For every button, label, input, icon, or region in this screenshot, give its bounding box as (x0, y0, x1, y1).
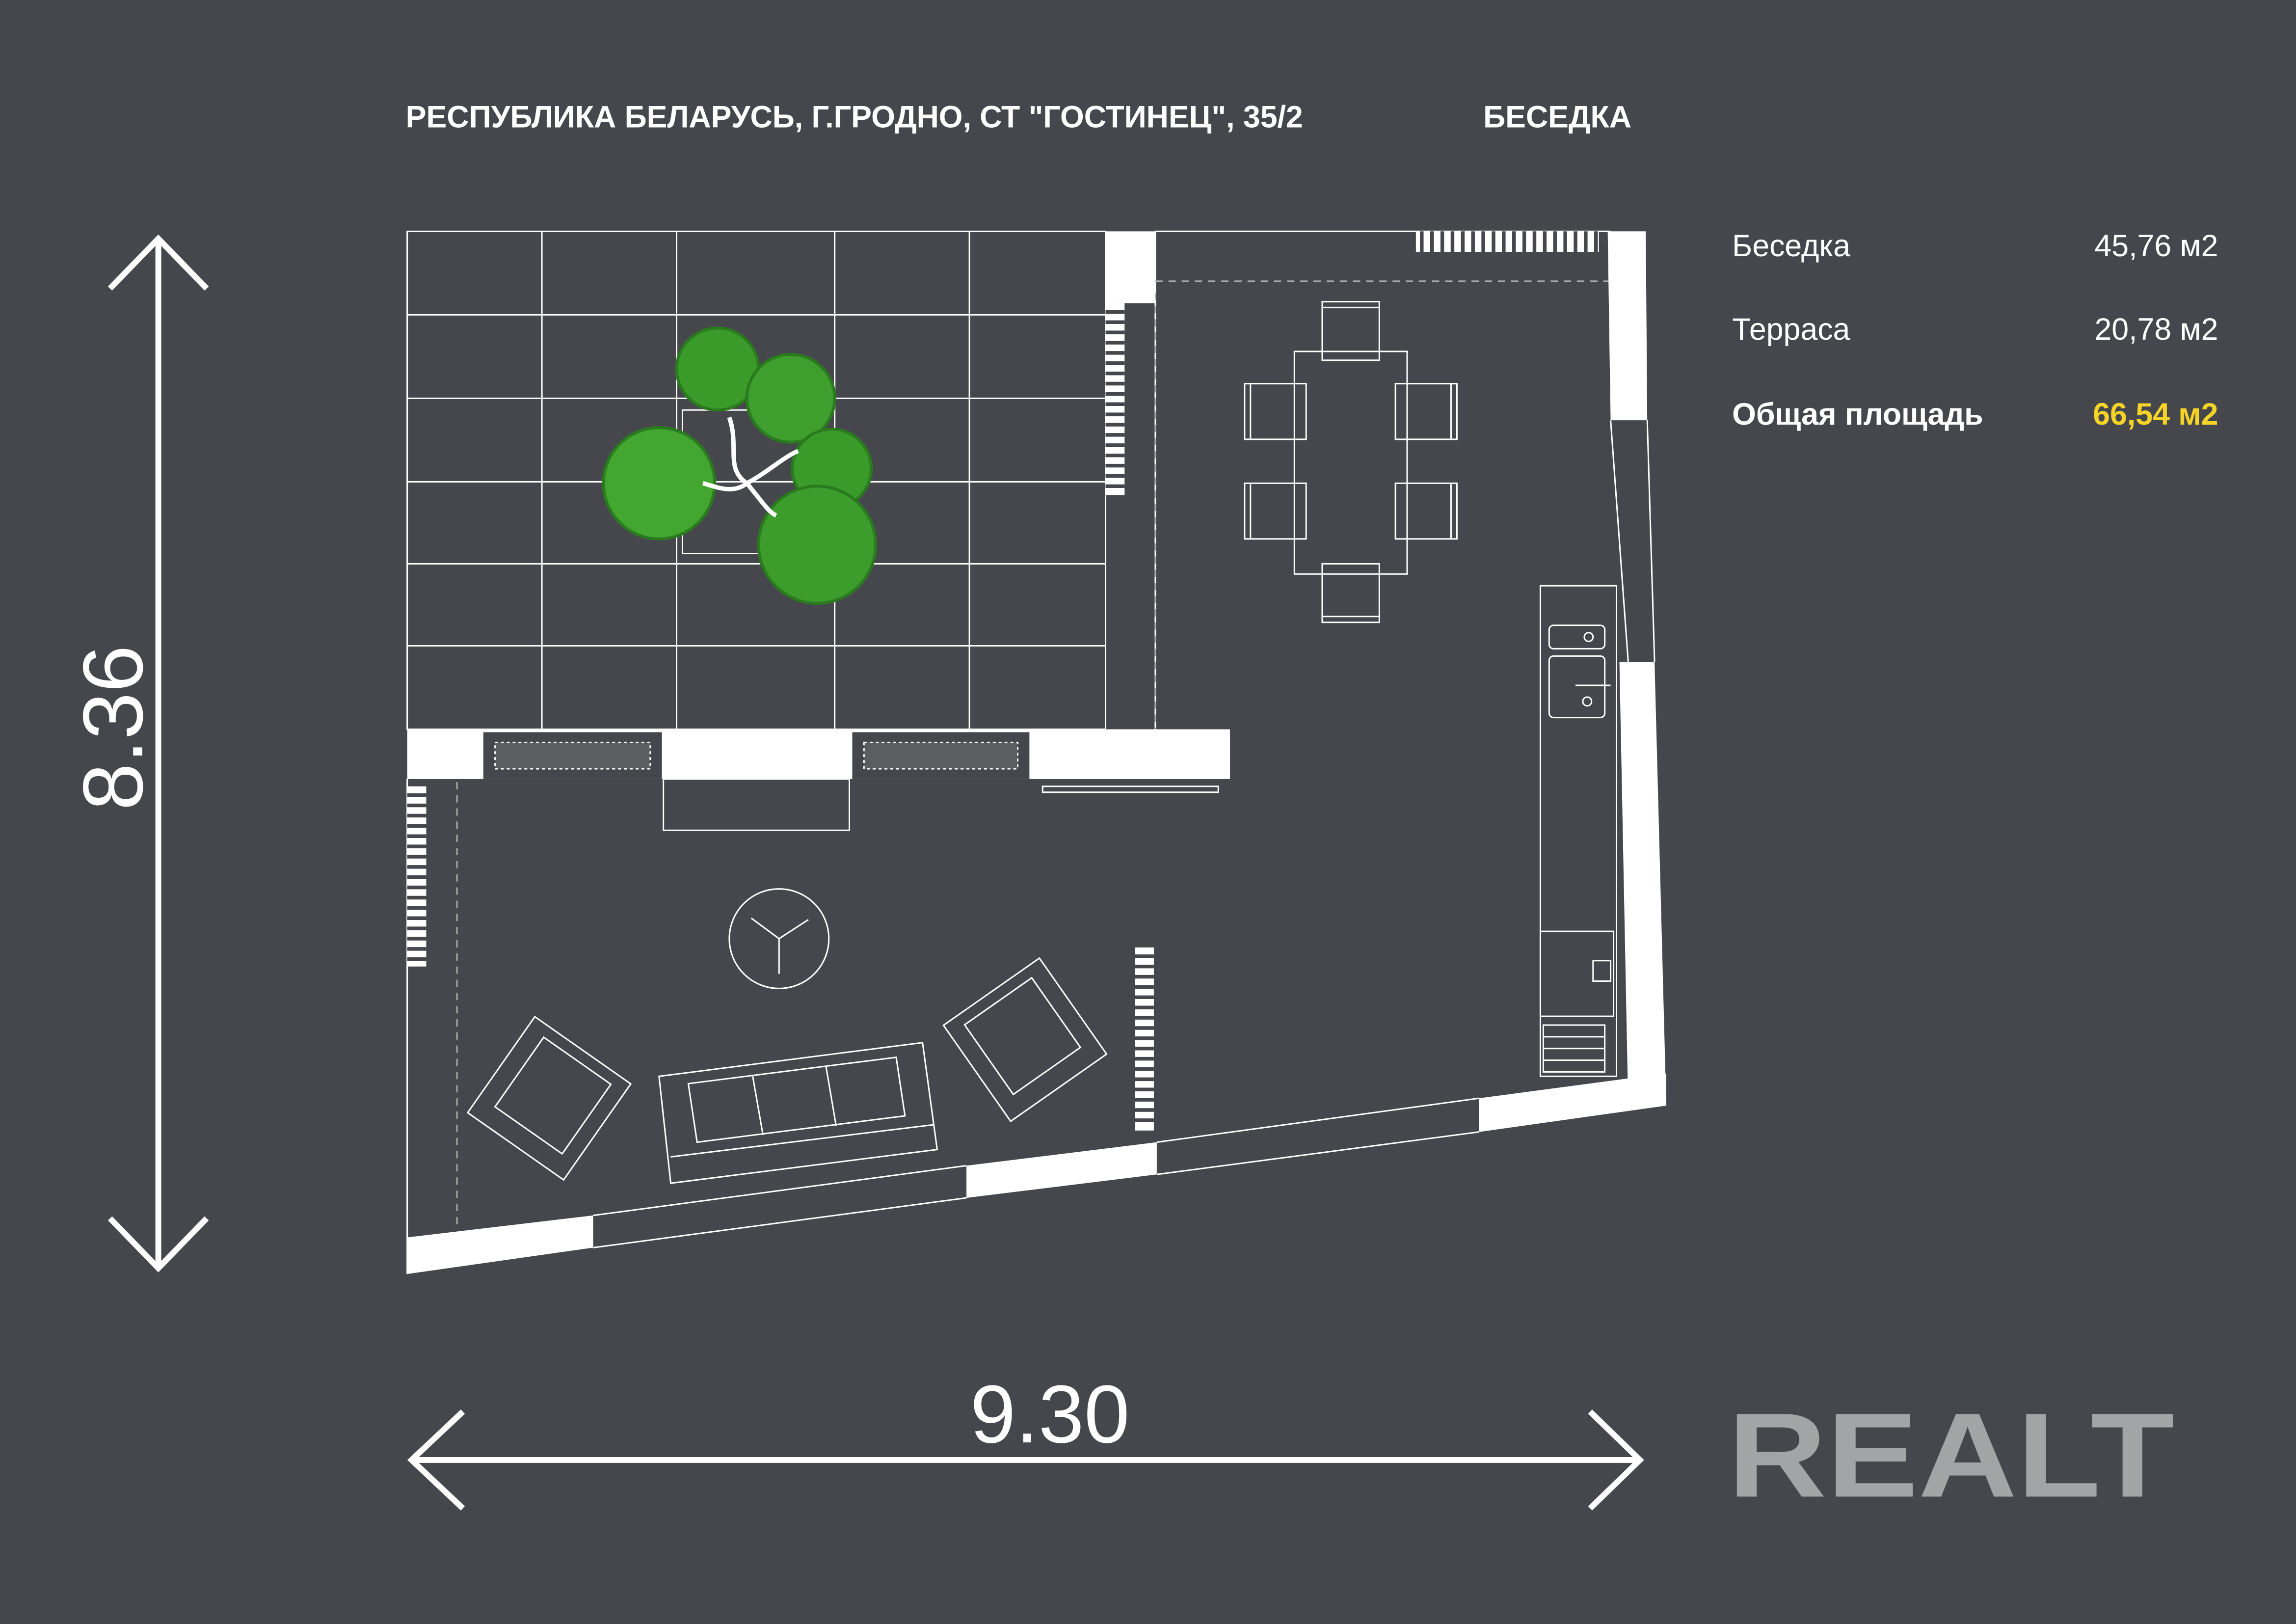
height-dimension-arrow (107, 234, 209, 1272)
tree-icon (602, 326, 878, 605)
width-dimension-label: 9.30 (970, 1369, 1130, 1460)
armchair-right (942, 957, 1108, 1123)
sofa (658, 1042, 938, 1184)
armchair-left (466, 1015, 632, 1181)
area-value-total: 66,54 м2 (2093, 397, 2218, 432)
width-dimension-arrow (407, 1409, 1644, 1511)
window-hatch-gaps (407, 231, 1598, 1122)
kitchen-counter (1539, 585, 1618, 1077)
dashed-guide-lines (456, 280, 1611, 1227)
coffee-table (728, 888, 830, 989)
tv-icon (1041, 785, 1219, 793)
realt-logo: REALT (1728, 1388, 2174, 1522)
area-value-gazebo: 45,76 м2 (2094, 229, 2218, 263)
area-summary: Беседка 45,76 м2 Терраса 20,78 м2 Общая … (1732, 229, 2218, 432)
dining-table (1244, 300, 1458, 623)
planter-boxes (483, 732, 1030, 779)
object-type-title: БЕСЕДКА (1483, 100, 1631, 135)
area-value-terrace: 20,78 м2 (2094, 312, 2218, 347)
height-dimension-label: 8.36 (65, 645, 160, 811)
area-label-terrace: Терраса (1732, 312, 1850, 347)
area-label-gazebo: Беседка (1732, 229, 1850, 263)
address-title: РЕСПУБЛИКА БЕЛАРУСЬ, Г.ГРОДНО, СТ "ГОСТИ… (406, 100, 1303, 135)
area-label-total: Общая площадь (1732, 397, 1983, 432)
fireplace-hearth (663, 778, 850, 831)
